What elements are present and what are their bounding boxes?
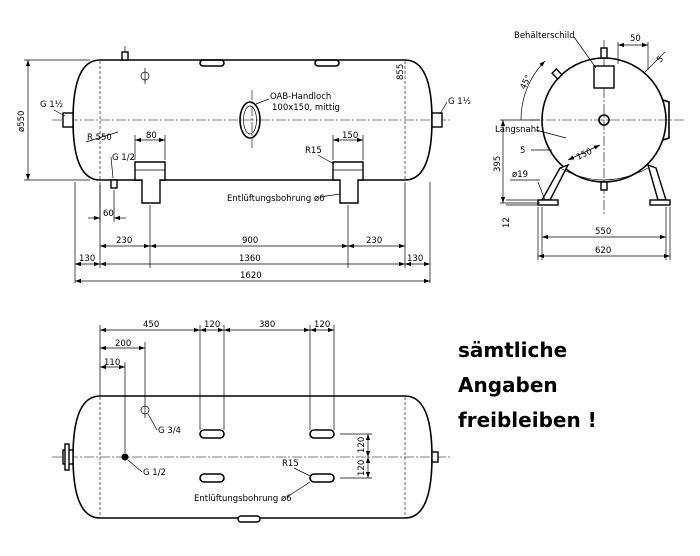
dim-diameter-550: ø550 — [17, 111, 27, 132]
slot-upper-right — [309, 429, 335, 439]
top-slot-left — [199, 59, 225, 67]
dim-top-380: 380 — [259, 320, 275, 330]
dim-top-120-b: 120 — [314, 320, 330, 330]
label-g-half: G 1/2 — [112, 153, 135, 163]
dim-150-side: 150 — [342, 131, 358, 141]
label-r15-top: R15 — [305, 146, 322, 156]
dim-end-50: 50 — [630, 34, 641, 44]
nozzle-left — [62, 112, 74, 128]
dim-1620: 1620 — [240, 271, 262, 281]
dim-130-left: 130 — [79, 254, 95, 264]
slot-lower-right — [309, 473, 335, 483]
dim-top-110: 110 — [104, 358, 120, 368]
dim-end-620: 620 — [595, 246, 611, 256]
dim-900: 900 — [242, 236, 258, 246]
label-vent-bore-bottom: Entlüftungsbohrung ø6 — [194, 494, 292, 504]
label-g-three-quarter: G 3/4 — [158, 426, 181, 436]
dim-230-right: 230 — [366, 236, 382, 246]
label-vent-bore-top: Entlüftungsbohrung ø6 — [227, 194, 325, 204]
dim-855: 855 — [396, 64, 406, 80]
dim-end-19: ø19 — [512, 170, 528, 180]
end-view: Behälterschild Längsnaht 50 5 45° 5 150 … — [493, 31, 685, 260]
label-nameplate: Behälterschild — [514, 31, 575, 41]
nozzle-right — [431, 112, 443, 128]
label-seam: Längsnaht — [495, 125, 540, 135]
top-slot-right — [314, 59, 340, 67]
dim-top-200: 200 — [115, 339, 131, 349]
vessel-outline-top — [72, 395, 433, 519]
vessel-outline-side — [72, 59, 433, 181]
dim-60: 60 — [103, 209, 114, 219]
note-line-2: Angaben — [458, 373, 558, 397]
label-r15-bottom: R15 — [282, 459, 299, 469]
note-line-3: freibleiben ! — [458, 408, 597, 432]
nameplate-bracket — [593, 65, 615, 89]
dim-top-450: 450 — [143, 320, 159, 330]
dim-end-45-deg: 45° — [519, 73, 534, 91]
dim-top-120-c: 120 — [357, 437, 367, 453]
bottom-hand-hole — [237, 515, 261, 523]
label-g-half-bottom: G 1/2 — [143, 468, 166, 478]
saddle-right — [332, 161, 364, 204]
dim-end-12: 12 — [502, 217, 512, 228]
dim-top-120-a: 120 — [204, 320, 220, 330]
saddle-left — [134, 161, 166, 204]
dim-top-120-d: 120 — [357, 460, 367, 476]
top-nozzle — [121, 51, 129, 61]
top-view: 450 120 380 120 200 110 120 120 G 3/4 G … — [52, 320, 452, 523]
disclaimer-note: sämtliche Angaben freibleiben ! — [458, 338, 597, 432]
label-g-1-half-right: G 1½ — [448, 97, 471, 107]
dim-130-right: 130 — [407, 254, 423, 264]
slot-upper-left — [199, 429, 225, 439]
label-g-1-half-left: G 1½ — [40, 100, 63, 110]
side-view: ø550 855 G 1½ G 1½ R 550 G 1/2 OAB-Handl… — [17, 46, 471, 284]
hand-hole-ellipse — [239, 101, 261, 139]
dim-230-left: 230 — [116, 236, 132, 246]
port-g-half — [121, 453, 129, 461]
end-view-nozzle — [598, 114, 610, 126]
label-hand-hole-title: OAB-Handloch — [270, 92, 331, 102]
dim-end-5-left: 5 — [520, 146, 525, 156]
dim-end-5-top: 5 — [655, 54, 666, 65]
dim-end-395: 395 — [493, 156, 503, 172]
dim-80: 80 — [146, 131, 157, 141]
drain-nozzle — [110, 179, 118, 189]
label-hand-hole-size: 100x150, mittig — [272, 103, 340, 113]
dim-end-550: 550 — [595, 227, 611, 237]
dim-1360: 1360 — [239, 254, 261, 264]
note-line-1: sämtliche — [458, 338, 567, 362]
slot-lower-left — [199, 473, 225, 483]
